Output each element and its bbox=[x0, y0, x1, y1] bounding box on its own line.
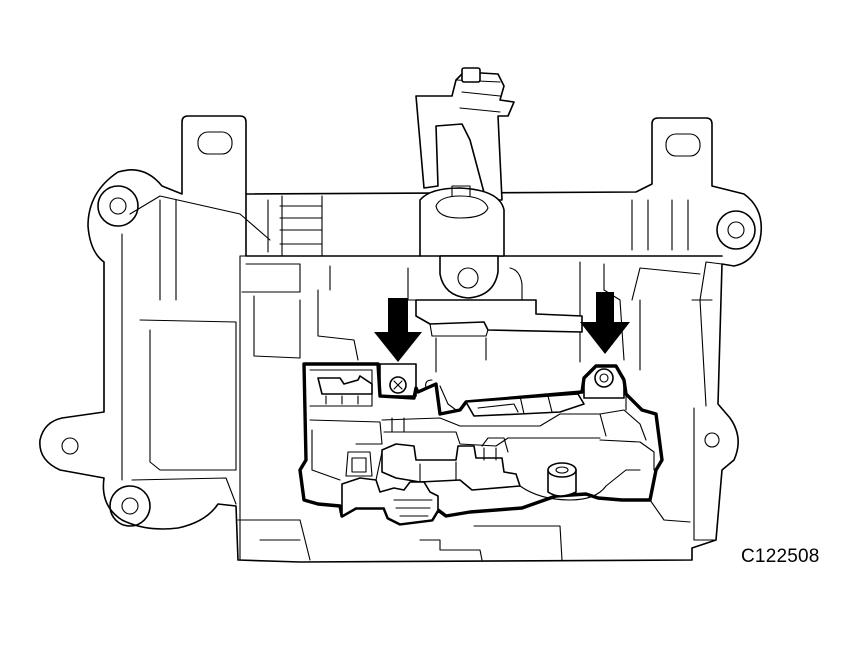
right-bolt bbox=[594, 368, 614, 388]
lower-housing bbox=[237, 499, 691, 561]
shift-lock-actuator bbox=[298, 362, 664, 526]
left-bolt bbox=[389, 376, 407, 394]
cross-member bbox=[239, 193, 723, 561]
housing-frame bbox=[39, 115, 763, 563]
arrow-down-icon bbox=[580, 292, 630, 354]
shift-lever bbox=[407, 67, 583, 373]
arrow-down-icon bbox=[374, 298, 422, 362]
figure-code: C122508 bbox=[741, 546, 820, 567]
